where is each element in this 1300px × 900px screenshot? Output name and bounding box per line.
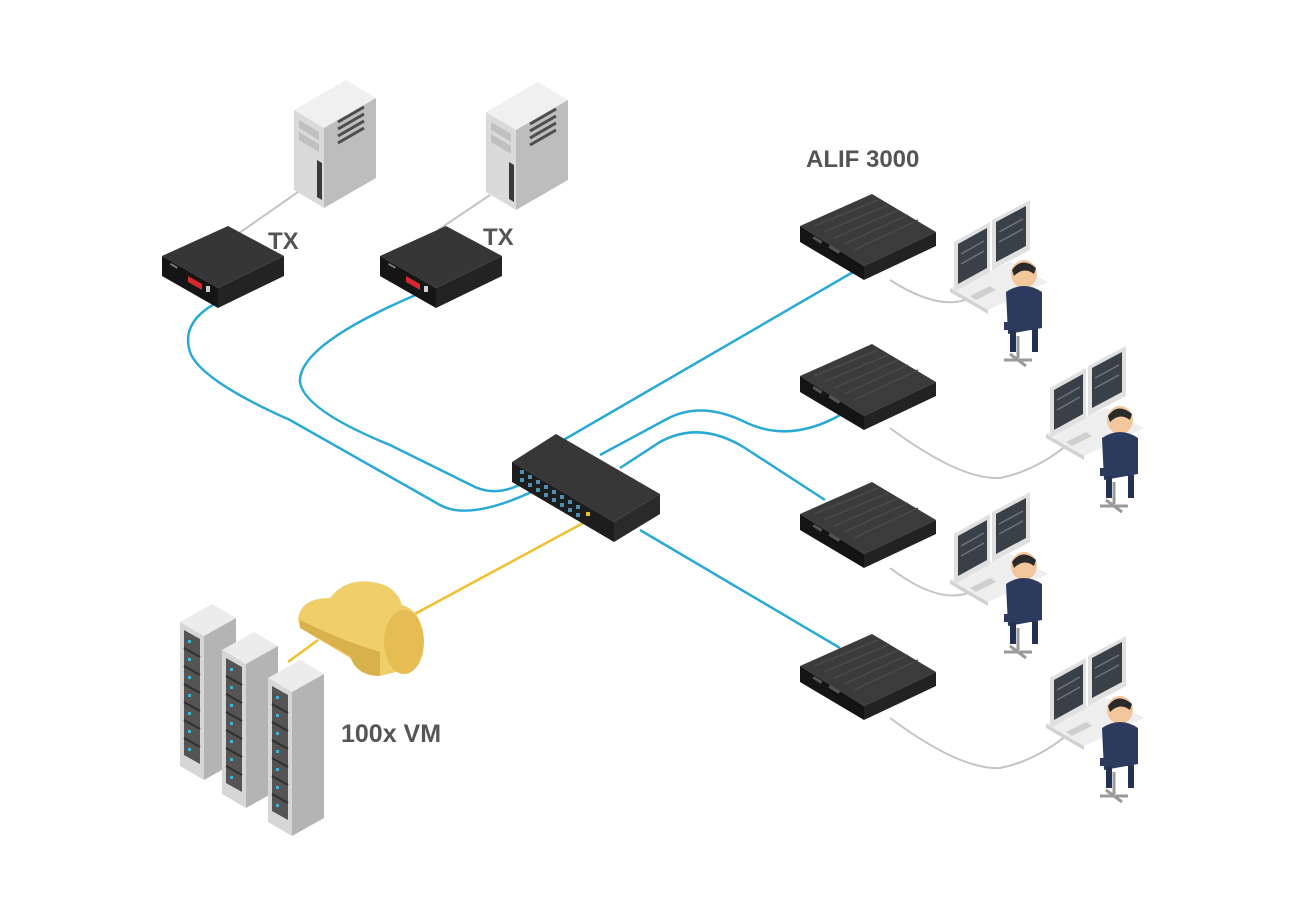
tower-left-cable: [231, 191, 299, 239]
workstation-4: [1044, 634, 1146, 804]
receiver-2: [799, 343, 937, 431]
workstation-3: [948, 490, 1050, 660]
rx3-link: [619, 431, 826, 502]
tower-pc-right: [484, 80, 570, 212]
receiver-1: [799, 193, 937, 281]
vm-count-label: 100x VM: [341, 720, 442, 748]
cloud-link: [287, 520, 586, 664]
tx-right-label: TX: [483, 224, 514, 251]
tx-right-link: [298, 292, 529, 493]
rx3-display-cable: [889, 567, 989, 597]
rx2-display-cable: [889, 427, 1076, 480]
local-cables: [231, 191, 1076, 770]
receiver-4: [799, 633, 937, 721]
network-switch: [512, 434, 660, 542]
rx1-link: [559, 266, 861, 444]
tower-right-cable: [437, 194, 491, 231]
cloud-icon: [298, 581, 424, 676]
tower-pc-left: [292, 78, 378, 210]
network-links: [186, 266, 861, 650]
receiver-model-label: ALIF 3000: [806, 146, 920, 173]
rx4-link: [639, 528, 841, 650]
tx-left-link: [186, 298, 541, 512]
workstation-1: [948, 198, 1050, 368]
receiver-3: [799, 481, 937, 569]
rx4-display-cable: [889, 717, 1076, 770]
rx2-link: [599, 409, 843, 457]
server-rack-3: [267, 659, 325, 837]
transmitter-left: [162, 226, 284, 308]
tx-left-label: TX: [268, 228, 299, 255]
workstation-2: [1044, 344, 1146, 514]
